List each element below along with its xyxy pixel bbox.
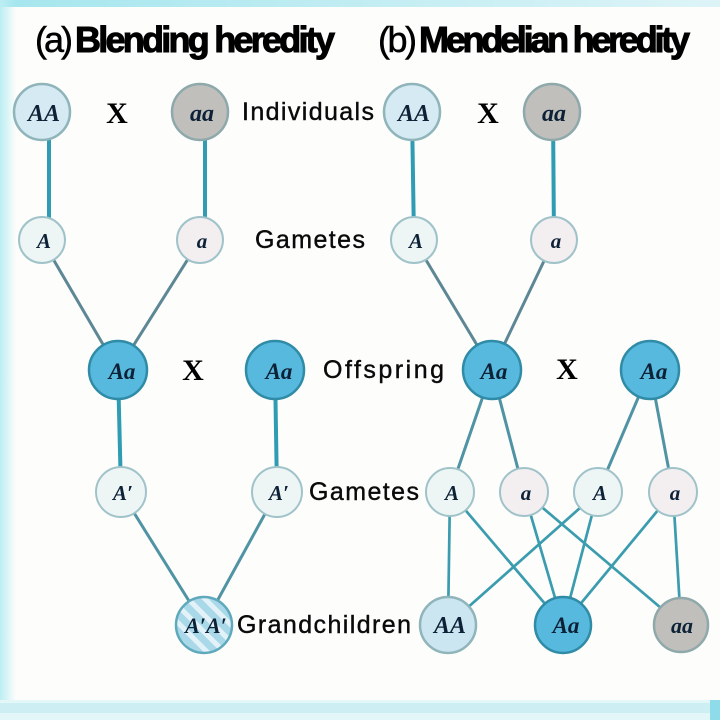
svg-text:A: A bbox=[443, 481, 459, 505]
svg-text:Aa: Aa bbox=[107, 359, 136, 384]
svg-text:a: a bbox=[521, 481, 532, 505]
svg-text:a: a bbox=[551, 229, 562, 253]
svg-text:AA: AA bbox=[432, 613, 466, 639]
svg-text:Aa: Aa bbox=[551, 613, 580, 638]
svg-text:AA: AA bbox=[396, 101, 430, 127]
svg-text:(a): (a) bbox=[35, 19, 73, 60]
svg-text:A: A bbox=[35, 229, 51, 253]
svg-text:Offspring: Offspring bbox=[323, 356, 444, 384]
svg-text:A′: A′ bbox=[111, 481, 133, 505]
svg-text:Individuals: Individuals bbox=[242, 98, 374, 126]
svg-text:aa: aa bbox=[671, 613, 693, 638]
svg-text:aa: aa bbox=[542, 101, 566, 127]
svg-text:X: X bbox=[106, 97, 128, 130]
svg-text:X: X bbox=[556, 353, 578, 386]
svg-text:A′A′: A′A′ bbox=[183, 613, 227, 638]
svg-text:Gametes: Gametes bbox=[309, 478, 419, 506]
svg-text:A′: A′ bbox=[267, 481, 289, 505]
svg-text:Gametes: Gametes bbox=[255, 226, 365, 254]
svg-text:a: a bbox=[670, 481, 681, 505]
svg-text:X: X bbox=[477, 97, 499, 130]
svg-text:a: a bbox=[197, 229, 208, 253]
svg-text:A: A bbox=[407, 229, 423, 253]
svg-text:(b): (b) bbox=[378, 19, 417, 60]
svg-text:AA: AA bbox=[26, 101, 60, 127]
svg-text:Grandchildren: Grandchildren bbox=[237, 611, 411, 639]
svg-text:Aa: Aa bbox=[479, 359, 508, 384]
svg-text:Mendelian heredity: Mendelian heredity bbox=[419, 19, 690, 60]
svg-text:X: X bbox=[182, 354, 204, 387]
svg-text:Aa: Aa bbox=[264, 359, 293, 384]
svg-text:Blending heredity: Blending heredity bbox=[75, 19, 335, 60]
svg-text:aa: aa bbox=[190, 101, 214, 127]
svg-text:Aa: Aa bbox=[639, 359, 668, 384]
svg-text:A: A bbox=[591, 481, 607, 505]
